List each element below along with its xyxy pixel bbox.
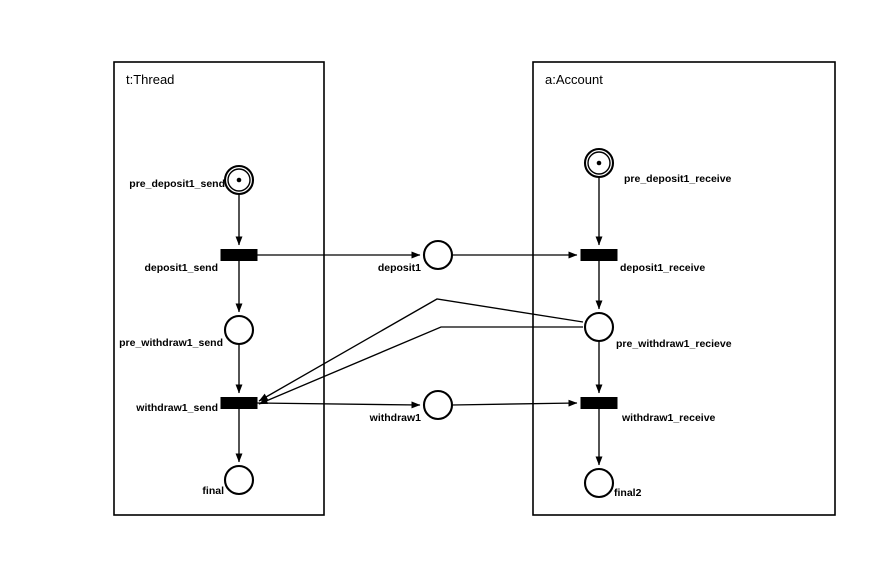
place-pre-withdraw1-recieve-circle — [583, 311, 615, 343]
transition-withdraw1-send[interactable]: withdraw1_send — [135, 397, 258, 415]
place-pre-deposit1-send-inner-ring — [227, 168, 251, 192]
place-deposit1-label: deposit1 — [378, 262, 421, 274]
place-pre-withdraw1-send[interactable]: pre_withdraw1_send — [119, 314, 255, 349]
transition-deposit1-receive[interactable]: deposit1_receive — [580, 249, 705, 275]
place-deposit1[interactable]: deposit1 — [378, 239, 454, 274]
arc-feedback-lower — [258, 326, 583, 405]
container-thread[interactable]: t:Thread — [113, 61, 325, 516]
place-final2-label: final2 — [614, 487, 642, 499]
transition-deposit1-send[interactable]: deposit1_send — [144, 249, 258, 275]
place-withdraw1-circle — [422, 389, 454, 421]
transition-withdraw1-send-label: withdraw1_send — [135, 402, 218, 414]
transition-deposit1-send-label: deposit1_send — [144, 262, 218, 274]
place-final-label: final — [202, 485, 224, 497]
place-final2-circle — [583, 467, 615, 499]
transition-deposit1-receive-label: deposit1_receive — [620, 262, 705, 274]
container-thread-box — [113, 61, 325, 516]
container-thread-title: t:Thread — [126, 72, 174, 87]
place-pre-deposit1-send[interactable]: pre_deposit1_send — [129, 164, 255, 196]
place-final[interactable]: final — [202, 464, 255, 497]
transition-withdraw1-receive-label: withdraw1_receive — [621, 412, 716, 424]
arc-feedback-upper — [258, 298, 584, 402]
place-pre-deposit1-receive-label: pre_deposit1_receive — [624, 173, 732, 185]
container-account[interactable]: a:Account — [532, 61, 836, 516]
container-account-box — [532, 61, 836, 516]
transition-withdraw1-receive[interactable]: withdraw1_receive — [580, 397, 716, 425]
place-pre-withdraw1-recieve-label: pre_withdraw1_recieve — [616, 338, 732, 350]
place-pre-withdraw1-send-label: pre_withdraw1_send — [119, 337, 223, 349]
transition-withdraw1-receive-bar — [580, 397, 618, 409]
token-pre-deposit1-send — [236, 177, 242, 183]
arc-withdraw1-to-withdraw1-receive — [451, 399, 578, 407]
place-pre-deposit1-send-label: pre_deposit1_send — [129, 178, 225, 190]
transition-withdraw1-send-bar — [220, 397, 258, 409]
place-pre-deposit1-receive-inner-ring — [587, 151, 611, 175]
arc-withdraw1-send-to-withdraw1 — [256, 401, 421, 409]
place-pre-withdraw1-send-circle — [223, 314, 255, 346]
place-withdraw1[interactable]: withdraw1 — [369, 389, 454, 424]
place-pre-deposit1-receive[interactable]: pre_deposit1_receive — [583, 147, 732, 185]
place-pre-withdraw1-recieve[interactable]: pre_withdraw1_recieve — [583, 311, 732, 350]
place-final-circle — [223, 464, 255, 496]
transition-deposit1-receive-bar — [580, 249, 618, 261]
place-withdraw1-label: withdraw1 — [369, 412, 422, 424]
place-final2[interactable]: final2 — [583, 467, 642, 499]
container-account-title: a:Account — [545, 72, 603, 87]
transition-deposit1-send-bar — [220, 249, 258, 261]
token-pre-deposit1-receive — [596, 160, 602, 166]
place-deposit1-circle — [422, 239, 454, 271]
